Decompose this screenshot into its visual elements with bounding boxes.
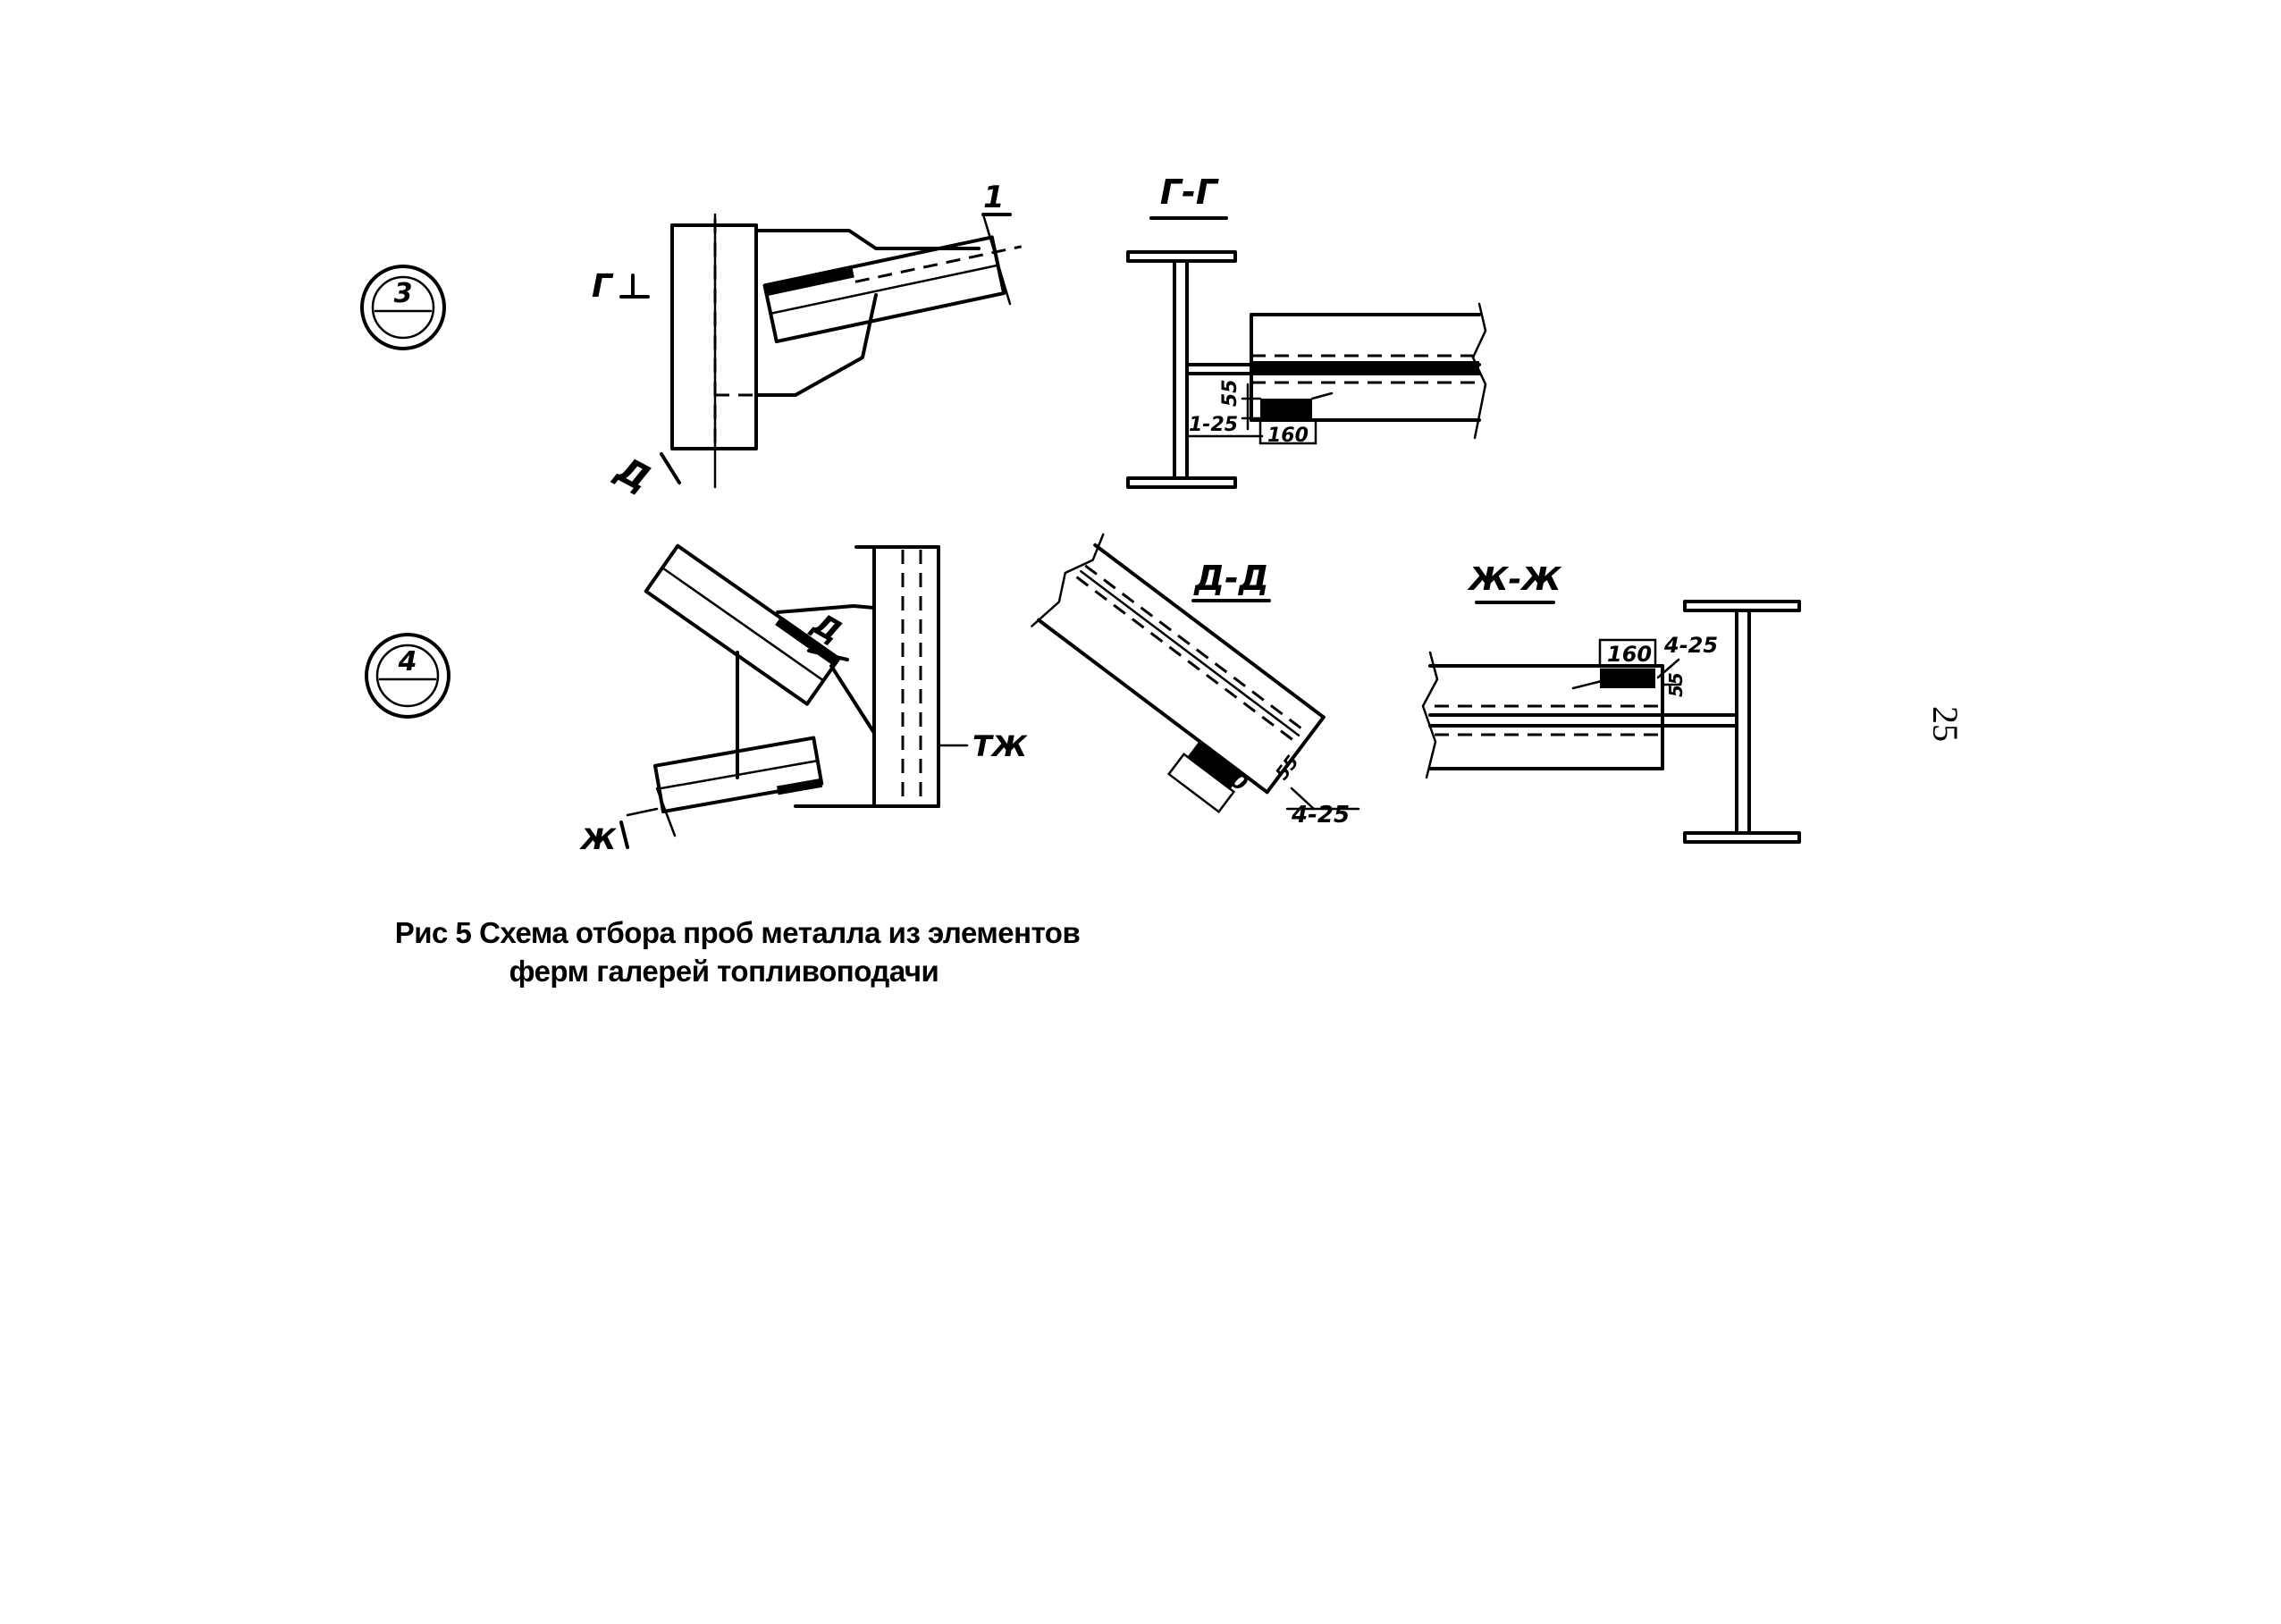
node-3-view: Г 1 Д (592, 180, 1023, 501)
node-marker-4: 4 (365, 633, 450, 719)
node-3-cut-1: 1 (983, 180, 1005, 215)
node-4-view: Д ТЖ Ж (579, 543, 1028, 856)
figure-caption-line-1: Рис 5 Схема отбора проб металла из элеме… (394, 916, 1081, 949)
section-d-d-angle (1031, 533, 1326, 813)
section-d-d-title: Д-Д (1193, 559, 1268, 598)
node-4-cut-zh: Ж (579, 822, 617, 856)
section-zh-zh-dim-160: 160 (1607, 642, 1652, 667)
section-g-g-dim-55: 55 (1219, 379, 1242, 407)
node-4-cut-tzh: ТЖ (972, 729, 1028, 763)
node-marker-3-label: 3 (394, 278, 413, 309)
node-marker-3: 3 (360, 265, 446, 350)
node-4-upper-diagonal (644, 543, 841, 706)
section-g-g-title: Г-Г (1160, 172, 1219, 212)
section-zh-zh-title: Ж-Ж (1466, 561, 1561, 598)
section-zh-zh-plate-label: 4-25 (1663, 633, 1718, 658)
section-zh-zh-dim-55: 55 (1665, 672, 1687, 697)
section-d-d-plate-label: 4-25 (1291, 802, 1350, 829)
section-g-g: Г-Г 55 1-25 160 (1126, 172, 1487, 489)
node-3-cut-d: Д (608, 448, 657, 500)
node-3-diagonal (762, 235, 1023, 344)
node-3-cut-g: Г (592, 268, 614, 305)
node-4-lower-diagonal (652, 736, 824, 814)
figure-caption-line-2: ферм галерей топливоподачи (509, 955, 939, 988)
section-g-g-plate-label: 1-25 (1189, 414, 1238, 436)
page-number: 25 (1925, 706, 1965, 742)
node-marker-4-label: 4 (398, 646, 417, 677)
section-zh-zh: Ж-Ж 160 4-25 55 (1421, 561, 1801, 844)
section-d-d: Д-Д 140 55 4-25 (1031, 533, 1360, 829)
section-g-g-dim-160: 160 (1267, 425, 1309, 447)
